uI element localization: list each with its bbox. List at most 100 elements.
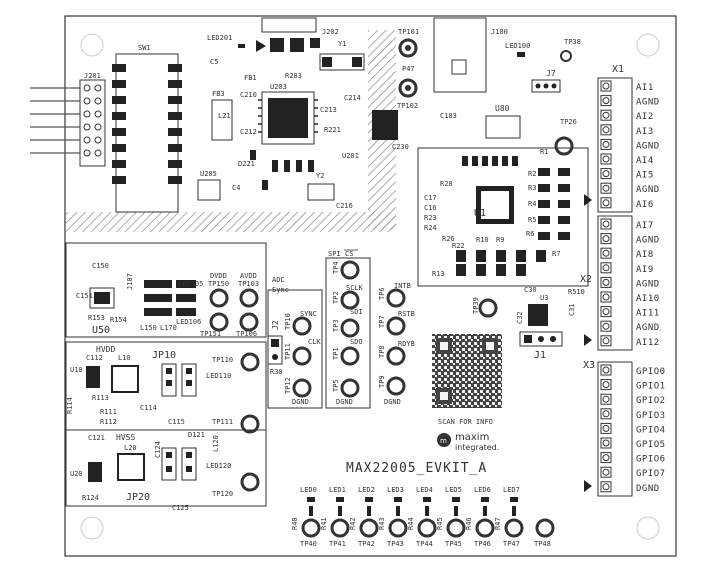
label-sync-title: Sync: [272, 286, 289, 294]
label-u10: U10: [70, 366, 83, 374]
led-pad: [510, 497, 518, 502]
pin-hole: [602, 155, 610, 163]
label-c32: C32: [516, 311, 524, 324]
label-sdo: SDO: [350, 338, 363, 346]
pin-hole: [602, 439, 610, 447]
label-c5: C5: [210, 58, 218, 66]
led-pad: [423, 497, 431, 502]
label-u205: U205: [200, 170, 217, 178]
resistor-pad: [338, 506, 342, 516]
label-l21: L21: [218, 112, 231, 120]
pin-pad: [600, 153, 612, 165]
label-r4: R4: [528, 200, 536, 208]
label-c124: C124: [154, 441, 162, 458]
label-gpio-led: LED3: [387, 486, 404, 494]
label-gpio-tp: TP41: [329, 540, 346, 548]
testpoint-ring: [475, 518, 495, 538]
label-u1: U1: [474, 208, 486, 219]
testpoint-ring: [446, 518, 466, 538]
switch-sw1: SW1: [112, 44, 182, 213]
label-r5: R5: [528, 216, 536, 224]
pin-label-x2: AGND: [636, 323, 660, 333]
label-c121: C121: [88, 434, 105, 442]
label-fb1: FB1: [244, 74, 257, 82]
pin-label-x2: AI10: [636, 294, 660, 304]
label-j1: J1: [534, 350, 546, 361]
label-c115: C115: [168, 418, 185, 426]
testpoint-ring: [301, 518, 321, 538]
label-r24: R24: [424, 224, 437, 232]
label-tp150: TP150: [208, 280, 229, 288]
connector-x3: X3 GPIO0GPIO1GPIO2GPIO3GPIO4GPIO5GPIO6GP…: [583, 360, 666, 497]
spi-block: SPI CS TP4 SCLK TP2 SDI TP3 SDO TP1 TP5 …: [325, 249, 371, 409]
pin-hole: [602, 264, 610, 272]
label-avdd: AVDD: [240, 272, 257, 280]
label-r154: R154: [110, 316, 127, 324]
label-tp8: TP8: [378, 345, 386, 358]
label-j107: J107: [126, 273, 134, 290]
qr-logo: SCAN FOR INFO m maxim integrated.: [432, 334, 502, 452]
label-c114: C114: [140, 404, 157, 412]
pin-hole: [602, 97, 610, 105]
pin-pad: [600, 138, 612, 150]
svg-text:m: m: [440, 437, 447, 445]
label-r111: R111: [100, 408, 117, 416]
pin-hole: [602, 140, 610, 148]
resistor-pad: [309, 506, 313, 516]
pin-pad: [600, 124, 612, 136]
label-gpio-resistor: R46: [465, 517, 473, 530]
label-led100: LED100: [505, 42, 530, 50]
status-testpoints: INTB TP6 RSTB TP7 RDYB TP8 TP9 DGND TP39…: [378, 282, 585, 406]
label-rstb: RSTB: [398, 310, 415, 318]
label-tp111: TP111: [212, 418, 233, 426]
label-spi-dgnd: DGND: [336, 398, 353, 406]
label-gpio-led: LED0: [300, 486, 317, 494]
pin-hole: [602, 235, 610, 243]
label-d121: D121: [188, 431, 205, 439]
label-x2: X2: [580, 274, 592, 285]
pin-label-x3: GPIO6: [636, 455, 666, 465]
label-tp38: TP38: [564, 38, 581, 46]
pin-pad: [600, 306, 612, 318]
label-gpio-tp: TP40: [300, 540, 317, 548]
label-tp3: TP3: [332, 319, 340, 332]
label-u3: U3: [540, 294, 548, 302]
label-r10: R10: [476, 236, 489, 244]
label-r153: R153: [88, 314, 105, 322]
label-jp10: JP10: [152, 350, 176, 361]
pin-pad: [600, 393, 612, 405]
brand-line2: integrated.: [455, 443, 499, 452]
u1-area: U1 R28 C17 C16 R23 R24 R26 R13 R10 R9 R6…: [417, 147, 589, 287]
label-gpio-led: LED7: [503, 486, 520, 494]
pin-label-x3: DGND: [636, 484, 660, 494]
label-tp48: TP48: [534, 540, 551, 548]
label-fb3: FB3: [212, 90, 225, 98]
label-r113: R113: [92, 394, 109, 402]
label-j201: J201: [84, 72, 101, 80]
resistor-pad: [396, 506, 400, 516]
label-gpio-tp: TP42: [358, 540, 375, 548]
pin-hole: [602, 170, 610, 178]
label-d221: D221: [238, 160, 255, 168]
pin-hole: [602, 337, 610, 345]
label-tp26: TP26: [560, 118, 577, 126]
label-r28: R28: [440, 180, 453, 188]
label-r6: R6: [526, 230, 534, 238]
mounting-holes: [80, 33, 660, 540]
pin-label-x2: AI7: [636, 221, 654, 231]
label-r1: R1: [540, 148, 548, 156]
led-pad: [307, 497, 315, 502]
label-c183: C183: [440, 112, 457, 120]
pin-pad: [600, 95, 612, 107]
label-tp4: TP4: [332, 261, 340, 274]
label-tp12: TP12: [284, 377, 292, 394]
label-gpio-resistor: R43: [378, 517, 386, 530]
label-l150: L150: [140, 324, 157, 332]
pin-pad: [600, 276, 612, 288]
testpoint-ring: [359, 518, 379, 538]
label-r26: R26: [442, 235, 455, 243]
label-x3: X3: [583, 360, 595, 371]
label-r221: R221: [324, 126, 341, 134]
